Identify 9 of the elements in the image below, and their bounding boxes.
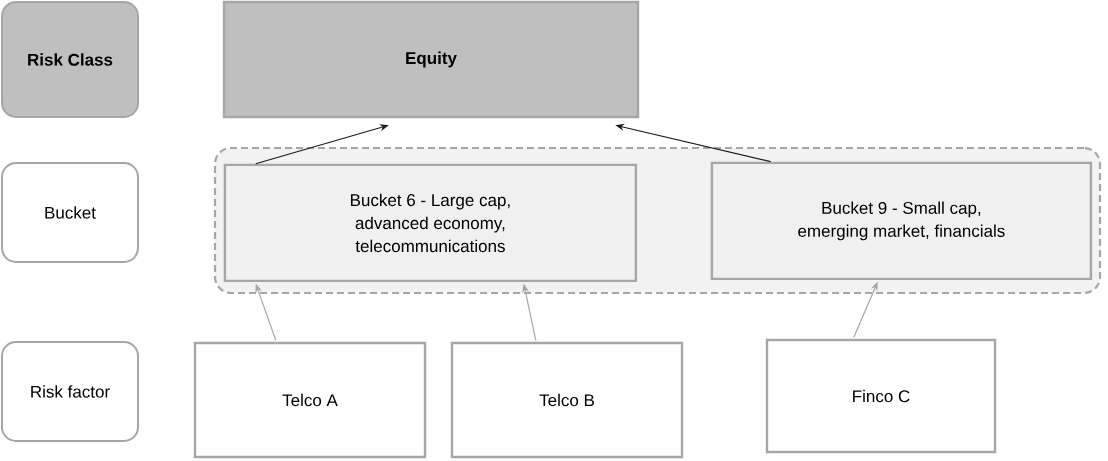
process-box: Equity (222, 0, 640, 119)
process-box: Telco A (193, 341, 427, 459)
category-box: Bucket (1, 162, 139, 263)
category-box: Risk factor (1, 341, 139, 442)
process-box: Telco B (450, 341, 684, 459)
process-box: Bucket 6 - Large cap, advanced economy, telecommunications (223, 163, 638, 283)
category-box: Risk Class (1, 1, 139, 118)
process-box: Finco C (765, 338, 997, 454)
process-box: Bucket 9 - Small cap, emerging market, financials (710, 161, 1093, 281)
